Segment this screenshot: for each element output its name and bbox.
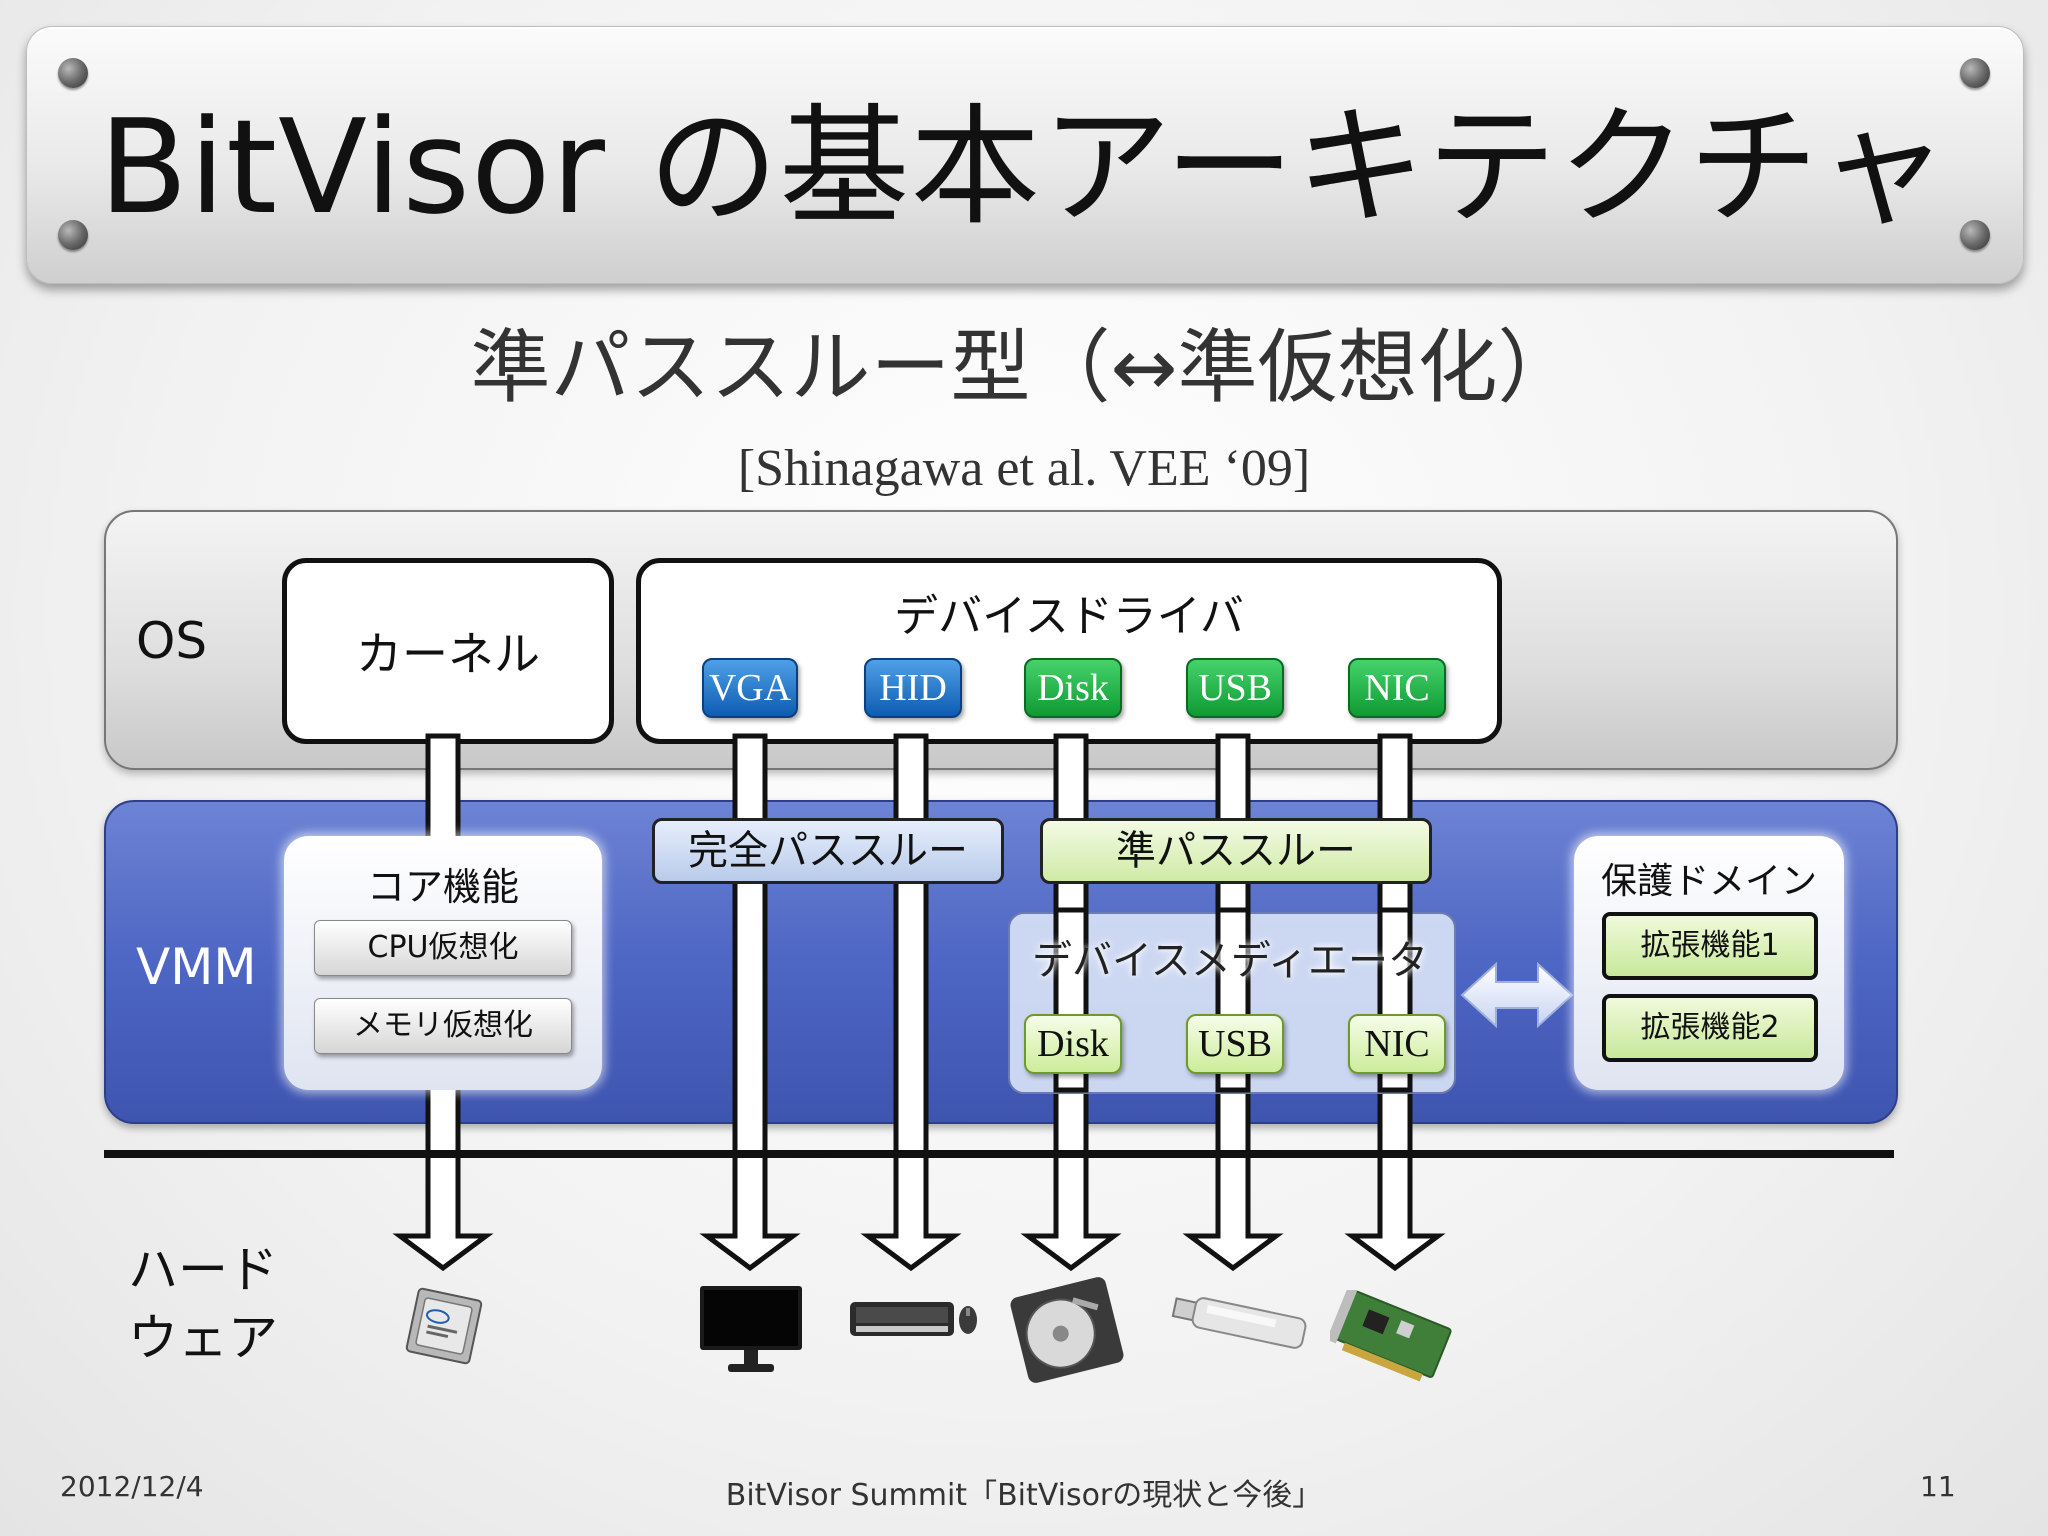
driver-chip-nic: NIC [1348, 658, 1446, 718]
driver-chip-usb: USB [1186, 658, 1284, 718]
mediator-chip-usb: USB [1186, 1014, 1284, 1074]
hardware-label-line1: ハード [128, 1241, 278, 1299]
cpu-icon [405, 1287, 483, 1365]
footer-title: BitVisor Summit「BitVisorの現状と今後」 [725, 1478, 1323, 1513]
rivet-icon [1960, 58, 1990, 88]
protection-domain-title: 保護ドメイン [1600, 861, 1817, 902]
keyboard-mouse-icon [850, 1302, 977, 1336]
mediator-chip-nic: NIC [1348, 1014, 1446, 1074]
memory-virtualization-box: メモリ仮想化 [314, 998, 572, 1054]
extension-1-box: 拡張機能1 [1602, 912, 1818, 980]
device-driver-label: デバイスドライバ [894, 591, 1244, 642]
title-plate [26, 26, 2024, 284]
hard-disk-icon [1010, 1277, 1124, 1383]
usb-drive-icon [1171, 1297, 1307, 1349]
mediator-chip-disk: Disk [1024, 1014, 1122, 1074]
device-mediator-title: デバイスメディエータ [1032, 938, 1428, 984]
os-label: OS [136, 612, 208, 670]
core-function-title: コア機能 [366, 865, 519, 909]
rivet-icon [1960, 220, 1990, 250]
extension-2-box: 拡張機能2 [1602, 994, 1818, 1062]
vmm-label: VMM [136, 938, 257, 996]
hardware-divider [104, 1150, 1894, 1158]
page-number: 11 [1920, 1470, 1956, 1503]
driver-chip-disk: Disk [1024, 658, 1122, 718]
rivet-icon [58, 220, 88, 250]
driver-chip-hid: HID [864, 658, 962, 718]
hardware-label-line2: ウェア [128, 1309, 278, 1367]
hardware-label: ハード ウェア [128, 1236, 278, 1372]
rivet-icon [58, 58, 88, 88]
citation: [Shinagawa et al. VEE ‘09] [737, 440, 1311, 497]
page-title: BitVisor の基本アーキテクチャ [98, 91, 1950, 243]
footer-date: 2012/12/4 [60, 1470, 204, 1503]
kernel-label: カーネル [356, 627, 540, 681]
nic-card-icon [1330, 1290, 1452, 1382]
semi-passthrough-box: 準パススルー [1040, 818, 1432, 884]
subtitle: 準パススルー型（↔準仮想化） [470, 321, 1578, 414]
full-passthrough-box: 完全パススルー [652, 818, 1004, 884]
cpu-virtualization-box: CPU仮想化 [314, 920, 572, 976]
monitor-icon [700, 1286, 802, 1372]
arrow-hid [860, 733, 962, 1272]
double-arrow-icon [1460, 961, 1574, 1029]
arrow-vga [699, 733, 801, 1272]
driver-chip-vga: VGA [702, 658, 798, 718]
